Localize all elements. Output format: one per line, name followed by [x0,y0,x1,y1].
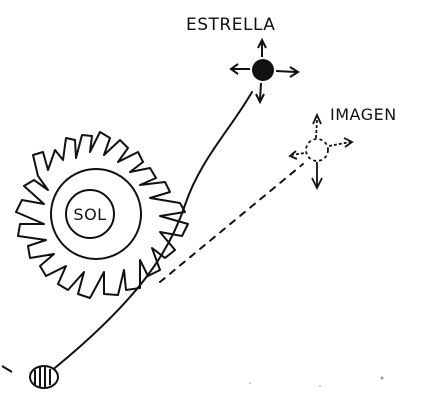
sun: SOL [16,132,188,298]
star-icon [231,40,298,102]
bottom-specks [249,377,383,387]
apparent-image-icon [290,115,352,188]
image-label: IMAGEN [330,105,397,124]
star-label: ESTRELLA [186,15,275,35]
earth-observer-icon [2,366,58,388]
sun-label: SOL [73,205,106,224]
